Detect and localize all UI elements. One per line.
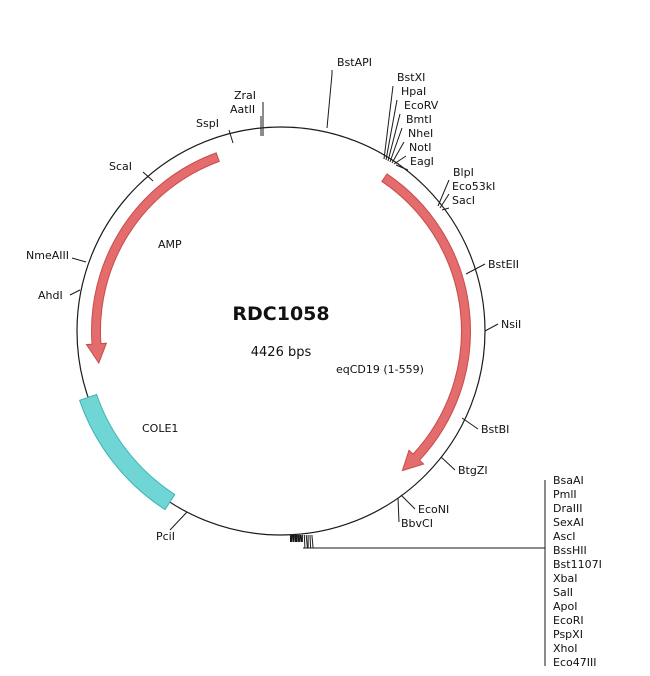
site-leader-line	[484, 323, 499, 332]
site-leader-line	[391, 141, 405, 164]
site-leader-line	[389, 127, 403, 163]
mcs-tick	[311, 534, 314, 549]
site-leader-line	[397, 497, 400, 523]
site-label-ahdi: AhdI	[38, 289, 63, 302]
mcs-site-label: ApoI	[553, 600, 577, 613]
site-leader-line	[441, 207, 450, 211]
mcs-site-label: AscI	[553, 530, 576, 543]
site-label-zrai: ZraI	[234, 89, 256, 102]
plasmid-length: 4426 bps	[251, 345, 312, 360]
mcs-site-label: SalI	[553, 586, 573, 599]
site-label-eco53ki: Eco53kI	[452, 180, 495, 193]
site-label-aatii: AatII	[230, 103, 255, 116]
restriction-site-labels: BstAPI BstXI HpaI EcoRV BmtI NheI NotI E…	[26, 56, 521, 543]
site-leader-line	[326, 70, 333, 129]
site-leader-line	[228, 129, 234, 144]
site-leader-line	[383, 85, 394, 160]
site-label-nmeaiii: NmeAIII	[26, 249, 69, 262]
site-label-bbvci: BbvCI	[401, 517, 433, 530]
site-label-econi: EcoNI	[418, 503, 449, 516]
mcs-tick	[299, 534, 303, 543]
mcs-site-label: BssHII	[553, 544, 587, 557]
mcs-tick	[303, 534, 306, 549]
site-label-saci: SacI	[452, 194, 475, 207]
site-leader-line	[440, 456, 456, 471]
site-leader-line	[461, 417, 479, 430]
site-label-hpai: HpaI	[401, 85, 426, 98]
mcs-site-label: EcoRI	[553, 614, 584, 627]
site-label-bstapi: BstAPI	[337, 56, 372, 69]
plasmid-name: RDC1058	[232, 303, 329, 325]
site-label-bstbi: BstBI	[481, 423, 509, 436]
mcs-site-label: XhoI	[553, 642, 577, 655]
site-leader-line	[169, 511, 188, 531]
site-label-btgzi: BtgZI	[458, 464, 488, 477]
feature-label-eqcd19: eqCD19 (1-559)	[336, 363, 424, 376]
site-label-ecorv: EcoRV	[404, 99, 439, 112]
mcs-site-label: PspXI	[553, 628, 583, 641]
site-label-pcii: PciI	[156, 530, 175, 543]
site-label-nsii: NsiI	[501, 318, 521, 331]
site-label-sspi: SspI	[196, 117, 219, 130]
mcs-site-labels: BsaAI PmlI DraIII SexAI AscI BssHII Bst1…	[553, 474, 602, 669]
mcs-site-label: Bst1107I	[553, 558, 602, 571]
site-label-eagi: EagI	[410, 155, 434, 168]
site-leader-line	[387, 113, 401, 162]
amp-feature-arrow	[85, 152, 220, 365]
mcs-tick	[305, 534, 308, 549]
mcs-site-label: BsaAI	[553, 474, 584, 487]
site-leader-line	[71, 257, 87, 263]
site-leader-line	[437, 179, 450, 207]
site-leader-line	[465, 263, 486, 275]
feature-label-cole1: COLE1	[142, 422, 178, 435]
mcs-site-label: SexAI	[553, 516, 584, 529]
eqcd19-feature-arrow	[381, 173, 471, 472]
site-leader-line	[142, 171, 154, 182]
mcs-site-label: DraIII	[553, 502, 582, 515]
mcs-site-label: Eco47III	[553, 656, 596, 669]
site-label-bmti: BmtI	[406, 113, 432, 126]
site-leader-line	[395, 164, 409, 171]
site-label-scai: ScaI	[109, 160, 132, 173]
restriction-site-lines	[69, 70, 546, 666]
mcs-tick	[297, 534, 301, 543]
mcs-tick	[291, 534, 295, 543]
feature-label-amp: AMP	[158, 238, 182, 251]
site-label-bsteii: BstEII	[488, 258, 519, 271]
site-label-nhei: NheI	[408, 127, 433, 140]
site-label-bstxi: BstXI	[397, 71, 425, 84]
site-leader-line	[385, 99, 398, 161]
site-leader-line	[439, 193, 450, 209]
site-leader-line	[393, 155, 407, 165]
site-leader-line	[400, 494, 416, 510]
mcs-site-label: PmlI	[553, 488, 577, 501]
site-label-noti: NotI	[409, 141, 432, 154]
site-leader-line	[69, 289, 81, 296]
cole1-region	[78, 393, 176, 511]
mcs-tick	[309, 534, 312, 549]
site-label-blpi: BlpI	[453, 166, 474, 179]
mcs-site-label: XbaI	[553, 572, 578, 585]
